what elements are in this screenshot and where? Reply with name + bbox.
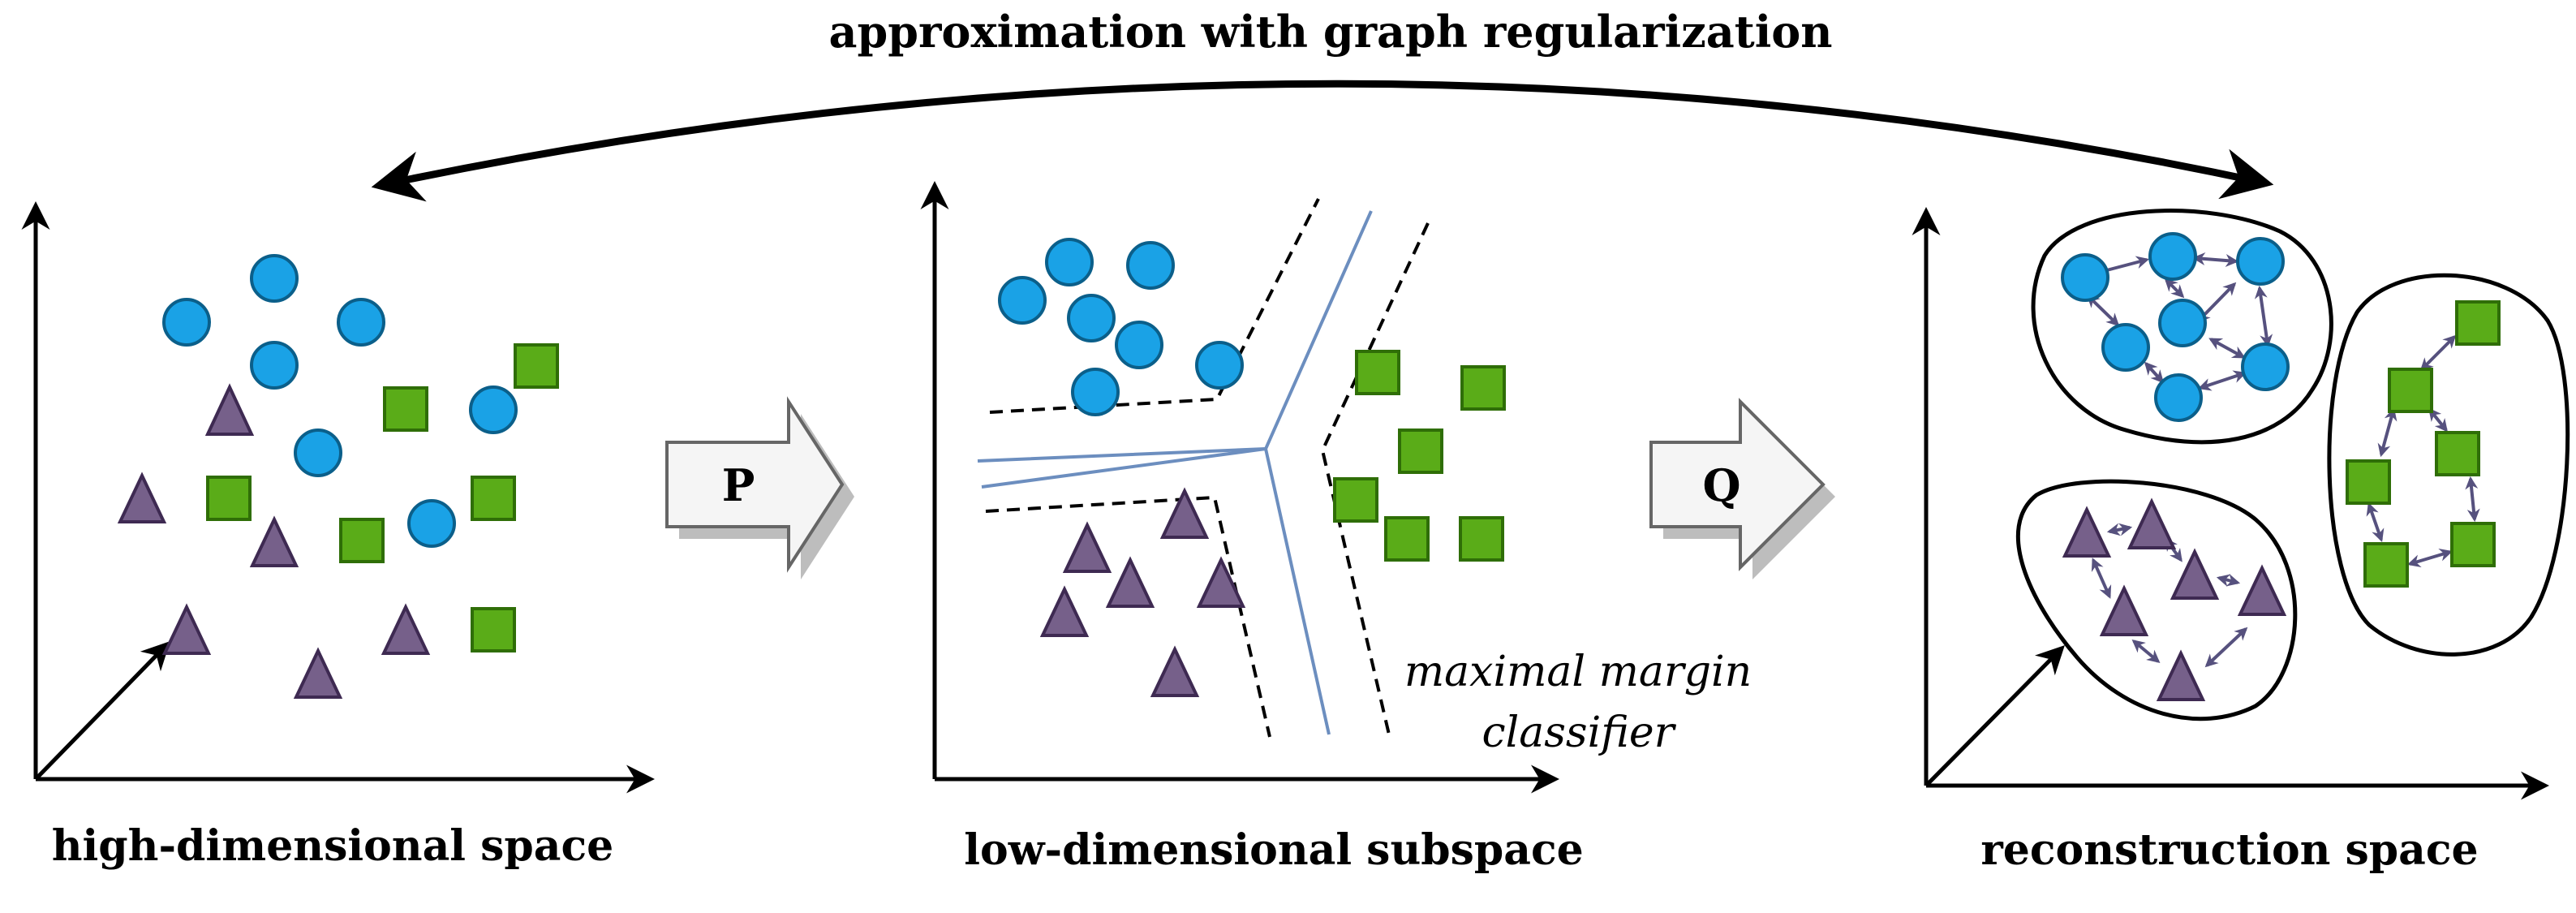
panel-label-reconstruction: reconstruction space — [1980, 825, 2478, 875]
squares-high — [206, 343, 559, 652]
square-point — [1333, 477, 1378, 523]
margin-line — [1320, 222, 1430, 735]
axes-recon — [1912, 207, 2549, 800]
separator-line — [977, 210, 1373, 463]
annotation-classifier-line2: classifier — [1482, 708, 1676, 757]
triangle-point — [117, 472, 167, 523]
circle-point — [1126, 241, 1175, 290]
circle-point — [2061, 253, 2109, 302]
operator-q-label: Q — [1702, 459, 1740, 511]
circles-recon — [2061, 232, 2290, 422]
triangle-point — [1150, 645, 1200, 697]
separator-line — [1264, 448, 1331, 735]
square-point — [2435, 431, 2480, 476]
square-point — [1460, 365, 1506, 411]
square-point — [2346, 459, 2391, 505]
circle-point — [2154, 373, 2203, 422]
circles-high — [162, 254, 518, 548]
square-point — [2450, 522, 2496, 567]
panel-high-dimensional: high-dimensional space — [21, 201, 655, 871]
separator-line — [981, 447, 1266, 489]
circle-point — [1067, 294, 1116, 342]
triangles-recon — [2062, 497, 2287, 701]
panel-reconstruction: reconstruction space — [1912, 207, 2570, 875]
triangle-point — [1159, 487, 1210, 539]
circle-point — [469, 385, 518, 434]
square-point — [383, 386, 428, 432]
circle-point — [294, 429, 342, 477]
circle-point — [2158, 299, 2207, 347]
triangle-point — [204, 383, 255, 436]
squares-low — [1333, 350, 1506, 562]
triangles-low — [1039, 487, 1246, 697]
graph-links-squares — [2366, 334, 2480, 567]
square-point — [1459, 516, 1504, 562]
triangle-point — [2099, 584, 2149, 636]
panel-low-dimensional: maximal margin classifier low-dimensiona… — [920, 181, 1752, 875]
triangle-point — [161, 603, 212, 655]
triangle-point — [2062, 506, 2112, 558]
circle-point — [2236, 237, 2285, 286]
circle-point — [1195, 341, 1244, 390]
circle-point — [1071, 368, 1120, 416]
regularization-curved-arrow — [371, 80, 2274, 202]
triangle-point — [1062, 521, 1112, 573]
circle-point — [162, 298, 211, 347]
square-point — [471, 607, 516, 652]
circle-point — [407, 499, 456, 548]
triangle-point — [249, 515, 299, 567]
square-point — [2455, 300, 2501, 346]
panel-label-high: high-dimensional space — [52, 821, 613, 871]
diagram-title: approximation with graph regularization — [828, 6, 1832, 58]
circle-point — [337, 298, 385, 347]
axes-high — [21, 201, 655, 794]
circle-point — [2148, 232, 2197, 281]
square-point — [206, 476, 252, 521]
square-point — [471, 476, 516, 521]
operator-q-arrow: Q — [1649, 398, 1835, 579]
circle-point — [2101, 323, 2150, 372]
triangle-point — [293, 647, 343, 699]
circle-point — [250, 254, 299, 303]
triangle-point — [2156, 649, 2206, 701]
square-point — [1398, 429, 1443, 474]
square-point — [1355, 350, 1400, 395]
square-point — [339, 518, 385, 563]
classifier-separators — [977, 198, 1430, 738]
circle-point — [998, 276, 1047, 325]
triangle-point — [381, 603, 431, 655]
circle-point — [1045, 238, 1094, 286]
square-point — [514, 343, 559, 389]
triangle-point — [2127, 497, 2177, 549]
square-point — [1384, 516, 1430, 562]
circle-point — [1115, 321, 1163, 369]
circles-low — [998, 238, 1244, 416]
triangles-high — [117, 383, 431, 699]
operator-p-arrow: P — [665, 396, 854, 579]
operator-p-label: P — [722, 459, 755, 511]
squares-recon — [2346, 300, 2501, 588]
triangle-point — [1105, 556, 1155, 608]
margin-line — [989, 198, 1320, 414]
triangle-point — [2237, 564, 2287, 616]
margin-line — [985, 495, 1271, 738]
axes-low — [920, 181, 1559, 794]
triangle-point — [1196, 556, 1246, 608]
circle-point — [2241, 342, 2290, 391]
circle-point — [250, 341, 299, 390]
triangle-point — [1039, 585, 1090, 637]
square-point — [2363, 542, 2409, 588]
square-point — [2388, 368, 2433, 413]
triangle-point — [2170, 548, 2220, 600]
annotation-classifier-line1: maximal margin — [1404, 648, 1752, 696]
panel-label-low: low-dimensional subspace — [964, 825, 1583, 875]
